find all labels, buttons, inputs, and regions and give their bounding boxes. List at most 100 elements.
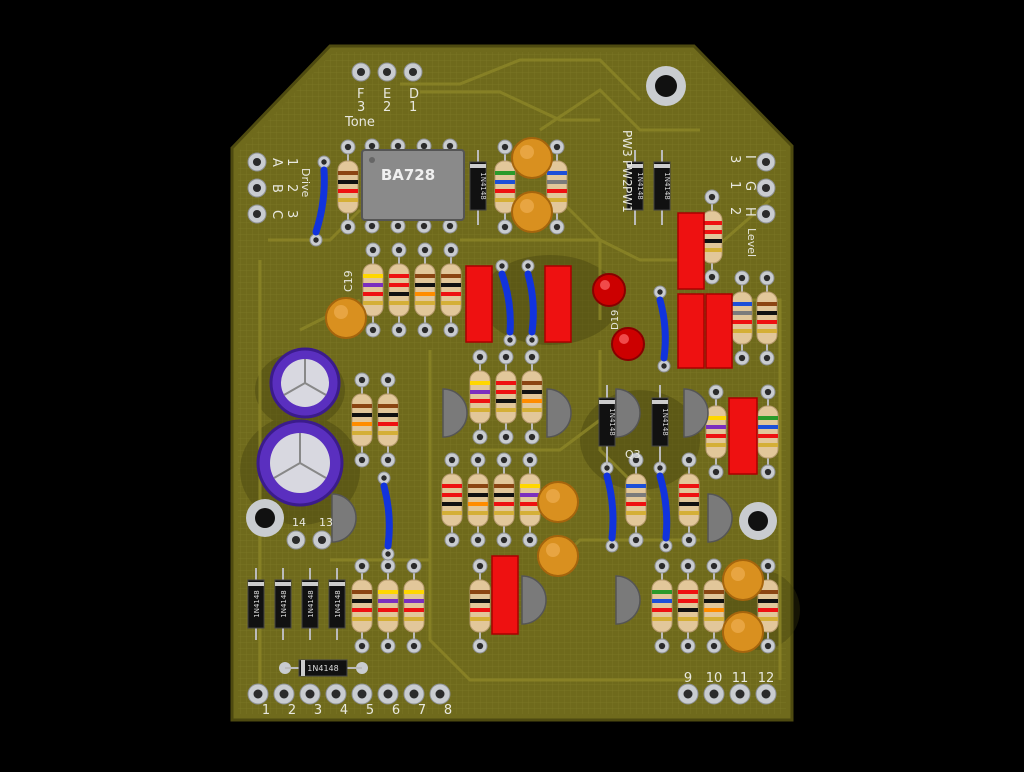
resistor [337,139,359,235]
pad-hole [291,535,301,545]
pad-hole [684,562,692,570]
pad-hole [321,159,327,165]
pad-hole [526,456,534,464]
transistor [546,388,572,438]
label-drive: Drive [299,168,312,198]
resistor-band [378,590,398,594]
resistor [362,242,384,338]
pad-hole [395,246,403,254]
ceramic-capacitors [325,137,764,653]
resistor-band [679,484,699,488]
resistor-band [626,511,646,515]
resistor-band [378,404,398,408]
pad-hole [604,465,610,471]
resistor-band [732,302,752,306]
resistor-body [677,579,699,633]
pad-hole [409,689,419,699]
diode-label: 1N4148 [608,408,616,436]
resistor-band [470,617,490,621]
resistor [757,558,779,654]
transistors [331,388,733,625]
pad-hole [368,142,376,150]
resistor-band [415,301,435,305]
pad-hole [446,142,454,150]
resistor-band [338,180,358,184]
pad-hole [763,354,771,362]
ceramic-capacitor [537,535,579,577]
resistor-band [468,484,488,488]
label-q3: Q3 [625,448,641,461]
resistor [495,349,517,445]
resistor-body [678,473,700,527]
resistor-body [441,473,463,527]
pin-label-1: 1 [262,703,270,718]
resistor-body [377,393,399,447]
wire-jumpers [309,155,673,561]
resistor-band [378,617,398,621]
pad-hole [476,562,484,570]
resistor [414,242,436,338]
resistors [337,139,779,654]
resistor [677,558,699,654]
resistor-band [547,180,567,184]
pad-hole [710,642,718,650]
pad-hole [447,326,455,334]
resistor-band [652,599,672,603]
pad-hole [253,689,263,699]
resistor-body [519,473,541,527]
ceramic-highlight [520,199,534,213]
pad-hole [764,562,772,570]
resistor-body [467,473,489,527]
label-pw3: PW3 [620,130,634,157]
resistor-band [757,302,777,306]
resistor-body [388,263,410,317]
ceramic-capacitor [325,297,367,339]
resistor-band [338,189,358,193]
diode-mid1: 1N4148 [598,385,616,465]
resistor-band [547,189,567,193]
label-g: G [742,181,757,191]
pin-label-12: 12 [758,671,775,686]
label-f: F [357,87,364,102]
pad-hole [384,642,392,650]
pad-hole [252,183,262,193]
connector-pads [247,62,777,705]
pad-hole [420,222,428,230]
label-h: H [742,207,757,217]
pad-hole [357,689,367,699]
resistor-band [442,511,462,515]
film-capacitor [677,212,705,290]
pad-hole [500,456,508,464]
resistor [469,558,491,654]
resistor-band [470,608,490,612]
resistor-band [470,399,490,403]
resistor-body [351,579,373,633]
resistor-band [389,301,409,305]
pad-hole [383,689,393,699]
pad-hole [553,223,561,231]
pad-hole [446,222,454,230]
resistor-band [494,493,514,497]
pad-hole [661,363,667,369]
resistor-band [626,502,646,506]
mounting-holes [246,66,777,540]
pad-hole [528,353,536,361]
jumper-wire [312,166,328,236]
diode-b1: 1N4148 [247,568,265,640]
pin-label-4: 4 [340,703,348,718]
resistor-band [522,399,542,403]
pin-label-8: 8 [444,703,452,718]
resistor [440,242,462,338]
pad-hole [685,456,693,464]
ceramic-highlight [520,145,534,159]
pad-hole [369,326,377,334]
resistor-band [404,617,424,621]
resistor-body [495,370,517,424]
pad-hole [609,543,615,549]
resistor-body [625,473,647,527]
diode-pw3: 1N4148 [626,150,644,225]
resistor-body [440,263,462,317]
resistor-band [495,171,515,175]
pad-hole [394,222,402,230]
pad-hole [500,536,508,544]
